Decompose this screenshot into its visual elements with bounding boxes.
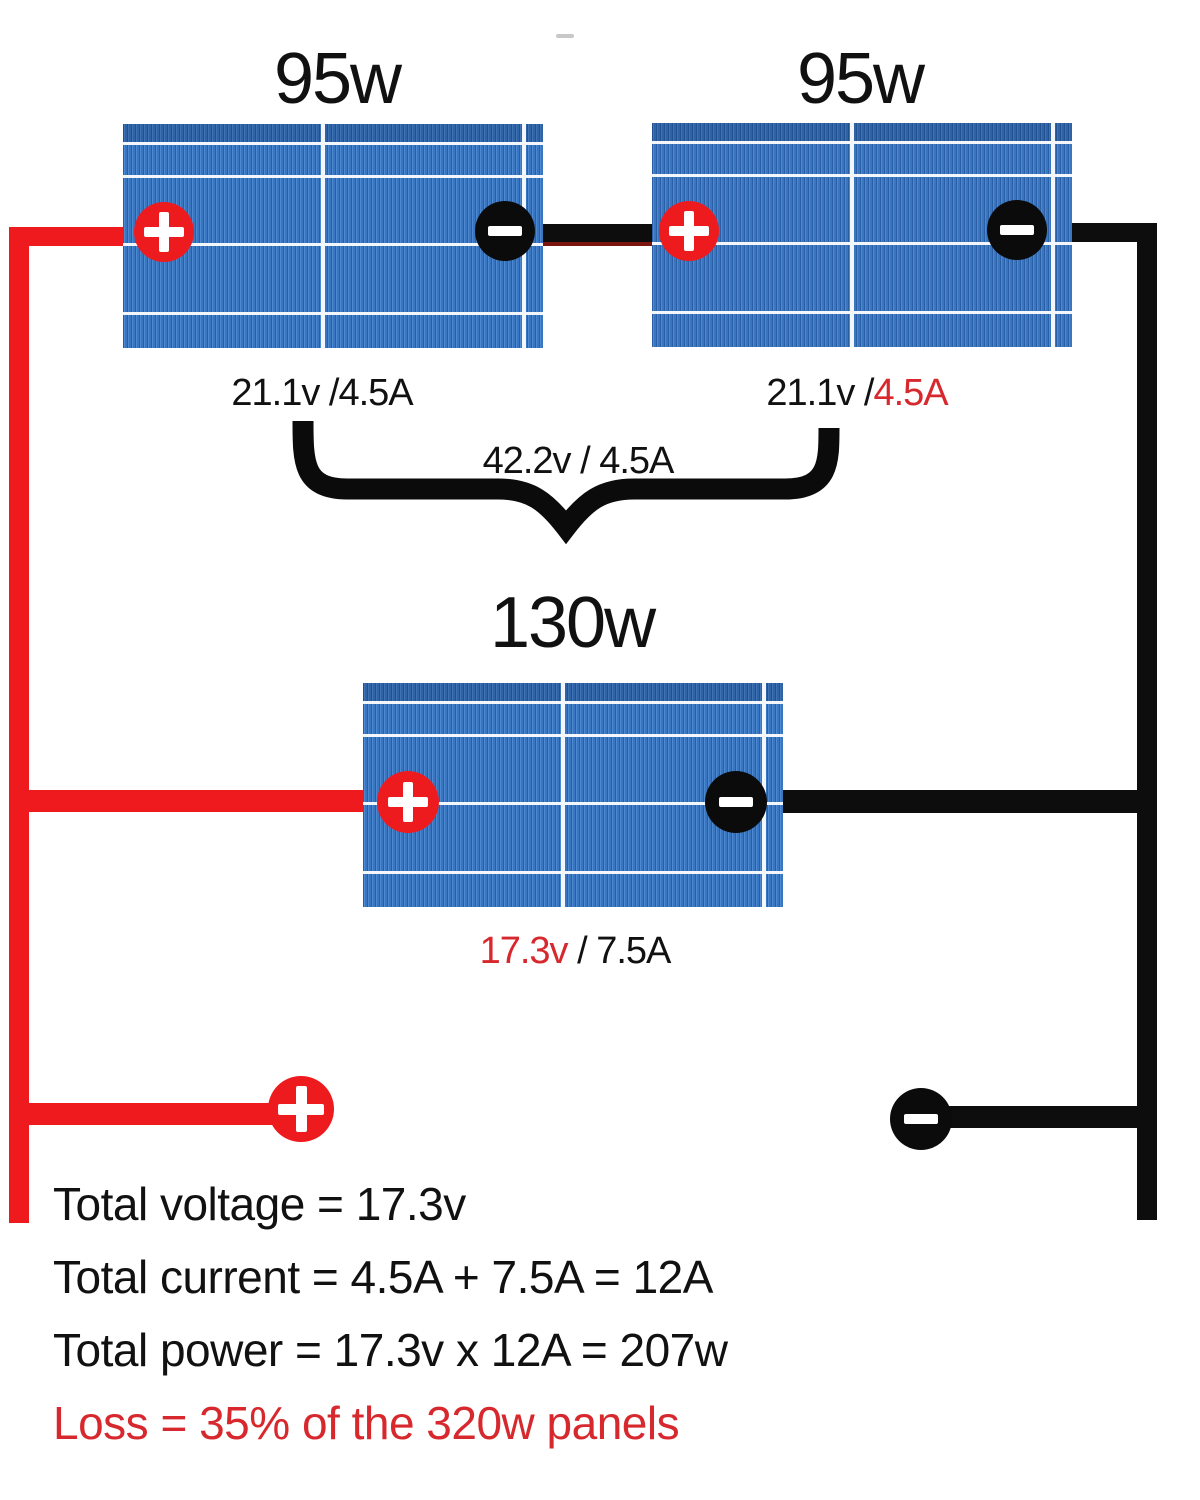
plus-icon [388, 782, 428, 822]
panel-cell-divider [321, 124, 325, 348]
panel2-current: 4.5A [873, 372, 948, 414]
series-link-wire [520, 224, 660, 242]
panel3-spec-label: 17.3v / 7.5A [425, 930, 725, 973]
red-bus-vertical-wire [9, 227, 29, 1223]
panel1-voltage: 21.1v / [231, 372, 339, 414]
panel-cell-line [652, 242, 1072, 245]
minus-icon [904, 1114, 938, 1124]
minus-icon [1000, 225, 1034, 235]
panel-cell-line [123, 243, 543, 246]
panel2-positive-terminal [659, 201, 719, 261]
plus-icon [278, 1086, 324, 1132]
total-power-line: Total power = 17.3v x 12A = 207w [53, 1324, 728, 1376]
loss-line: Loss = 35% of the 320w panels [53, 1397, 680, 1449]
panel-cell-divider [1051, 123, 1055, 347]
panel-cell-line [652, 174, 1072, 177]
plus-icon [669, 211, 709, 251]
red-wire-to-panel3-positive [9, 790, 379, 812]
panel-cell-line [123, 312, 543, 315]
panel2-spec-label: 21.1v /4.5A [712, 372, 1002, 415]
panel1-negative-terminal [475, 201, 535, 261]
panel-top-strip [363, 683, 783, 701]
output-positive-terminal [268, 1076, 334, 1142]
panel-cell-line [363, 701, 783, 704]
total-current-line: Total current = 4.5A + 7.5A = 12A [53, 1251, 713, 1303]
panel3-positive-terminal [377, 771, 439, 833]
red-wire-to-panel1-positive [9, 227, 149, 246]
plus-icon [144, 212, 184, 252]
panel-cell-line [652, 141, 1072, 144]
minus-icon [488, 226, 522, 236]
total-voltage-line: Total voltage = 17.3v [53, 1178, 466, 1230]
panel2-voltage: 21.1v / [766, 372, 874, 414]
panel2-95w [652, 123, 1072, 347]
panel-cell-line [363, 734, 783, 737]
scan-artifact [556, 34, 574, 38]
panel1-positive-terminal [134, 202, 194, 262]
output-negative-terminal [890, 1088, 952, 1150]
panel-cell-line [652, 311, 1072, 314]
black-bus-vertical-wire [1137, 223, 1157, 1220]
panel1-spec-label: 21.1v /4.5A [177, 372, 467, 415]
minus-icon [719, 797, 753, 807]
panel1-current: 4.5A [338, 372, 413, 414]
panel3-wattage-title: 130w [489, 583, 656, 663]
panel-top-strip [652, 123, 1072, 141]
panel-top-strip [123, 124, 543, 142]
series-link-wire-red-edge [535, 242, 655, 246]
panel-cell-line [123, 142, 543, 145]
red-wire-to-output-positive [9, 1103, 301, 1125]
panel1-wattage-title: 95w [273, 39, 402, 119]
panel2-wattage-title: 95w [796, 39, 925, 119]
panel-cell-line [363, 871, 783, 874]
panel-cell-divider [561, 683, 565, 907]
summary-text-block: Total voltage = 17.3v Total current = 4.… [53, 1168, 728, 1460]
panel3-current: / 7.5A [567, 930, 671, 972]
black-wire-to-output-negative [921, 1106, 1157, 1128]
panel-cell-line [123, 175, 543, 178]
black-wire-from-panel3-negative [760, 790, 1157, 813]
series-combined-label: 42.2v / 4.5A [482, 440, 675, 482]
panel3-voltage: 17.3v [479, 930, 569, 972]
panel3-negative-terminal [705, 771, 767, 833]
panel2-negative-terminal [987, 200, 1047, 260]
panel-cell-line [363, 802, 783, 805]
panel-cell-divider [850, 123, 854, 347]
